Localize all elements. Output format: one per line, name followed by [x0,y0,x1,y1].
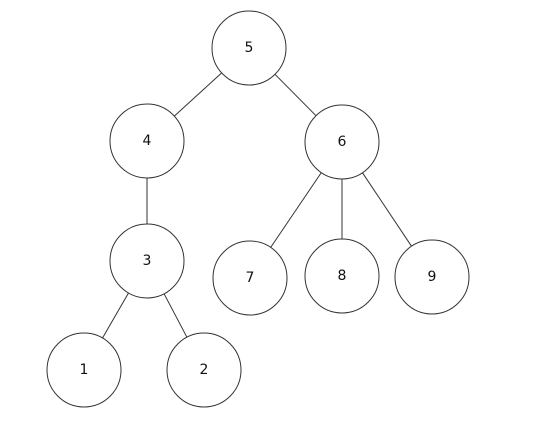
node-circle-4 [109,103,185,179]
node-circle-6 [304,104,380,180]
node-label-6: 6 [338,134,347,150]
edge-5-4 [173,72,223,117]
node-label-1: 1 [80,362,89,378]
tree-node-7: 7 [212,240,288,316]
tree-node-3: 3 [109,223,185,299]
tree-node-2: 2 [166,332,242,408]
edges-layer [102,72,412,339]
node-circle-3 [109,223,185,299]
node-circle-8 [304,238,380,314]
node-label-3: 3 [143,253,152,269]
node-circle-1 [46,332,122,408]
edge-3-2 [163,293,188,338]
tree-node-5: 5 [211,10,287,86]
tree-node-1: 1 [46,332,122,408]
node-label-4: 4 [143,133,152,149]
edge-5-6 [274,73,317,117]
node-label-9: 9 [428,269,437,285]
node-label-8: 8 [338,268,347,284]
node-label-7: 7 [246,270,255,286]
node-circle-7 [212,240,288,316]
node-label-5: 5 [245,40,254,56]
edge-3-1 [102,292,129,339]
node-circle-2 [166,332,242,408]
tree-node-6: 6 [304,104,380,180]
tree-node-9: 9 [394,239,470,315]
node-label-2: 2 [200,362,209,378]
node-circle-5 [211,10,287,86]
nodes-layer: 5 4 6 3 7 8 9 1 2 [46,10,470,408]
tree-node-4: 4 [109,103,185,179]
edge-6-7 [270,172,322,248]
edge-6-9 [362,172,412,247]
node-circle-9 [394,239,470,315]
tree-node-8: 8 [304,238,380,314]
